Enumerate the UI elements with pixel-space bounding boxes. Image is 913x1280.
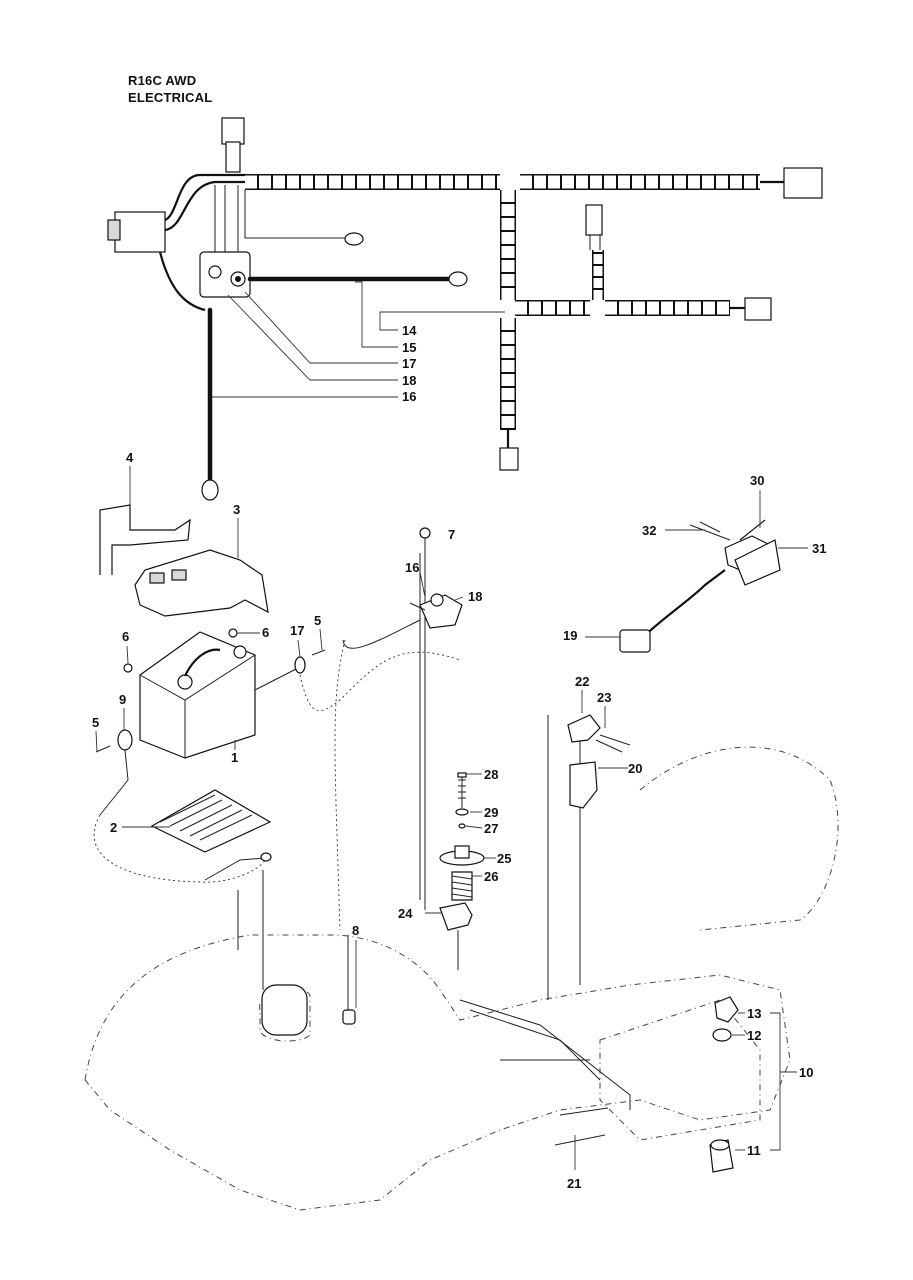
battery-hold-down xyxy=(99,504,191,575)
battery-mat xyxy=(150,789,272,853)
callout-10: 10 xyxy=(799,1065,813,1080)
ground-ring-terminal xyxy=(344,232,364,246)
callout-26: 26 xyxy=(484,869,498,884)
callout-28: 28 xyxy=(484,767,498,782)
callout-8: 8 xyxy=(352,923,359,938)
switch-22 xyxy=(567,714,601,743)
harness-top-connector xyxy=(221,117,245,145)
bracket-20 xyxy=(569,761,598,809)
callout-29: 29 xyxy=(484,805,498,820)
callout-12: 12 xyxy=(747,1028,761,1043)
nut-12 xyxy=(712,1028,732,1042)
harness-end-connector-bottom xyxy=(499,447,519,471)
fuse-tab xyxy=(107,219,121,241)
chassis-outline xyxy=(84,715,839,1211)
starter-solenoid xyxy=(199,185,251,298)
ground-cable-9-terminal xyxy=(117,729,133,751)
battery xyxy=(139,631,256,759)
callout-23: 23 xyxy=(597,690,611,705)
harness-end-connector-mid xyxy=(744,297,772,321)
seat-switch-group xyxy=(585,490,808,653)
battery-cover xyxy=(134,549,269,617)
battery-cable-17 xyxy=(254,667,299,691)
callout-14: 14 xyxy=(402,323,417,338)
harness-top-connector-body xyxy=(225,141,241,173)
plate-25-hub xyxy=(454,845,470,859)
key-switch-group xyxy=(709,996,797,1173)
relay-wire-3 xyxy=(158,251,206,312)
callout-18-harness: 18 xyxy=(402,373,416,388)
callout-19: 19 xyxy=(563,628,577,643)
starter-motor xyxy=(261,984,308,1036)
callout-7: 7 xyxy=(448,527,455,542)
model-title: R16C AWD xyxy=(128,73,197,88)
callout-32: 32 xyxy=(642,523,656,538)
callout-9: 9 xyxy=(119,692,126,707)
relay-wire-2 xyxy=(164,180,245,232)
callout-1: 1 xyxy=(231,750,238,765)
spring-26 xyxy=(451,871,473,901)
callout-24: 24 xyxy=(398,906,413,921)
callout-18: 18 xyxy=(468,589,482,604)
callout-22: 22 xyxy=(575,674,589,689)
washer-29 xyxy=(455,808,469,816)
callout-labels: 14 15 17 18 16 4 3 7 30 32 31 16 18 19 6… xyxy=(92,323,826,1191)
callout-11: 11 xyxy=(747,1143,761,1158)
switch-24 xyxy=(439,902,473,931)
vertical-branch xyxy=(499,190,519,471)
key-13 xyxy=(714,996,739,1023)
main-loom xyxy=(245,167,823,199)
callout-leaders xyxy=(95,466,464,1008)
middle-branch xyxy=(515,204,772,321)
callout-17-harness: 17 xyxy=(402,356,416,371)
reverse-switch-group xyxy=(567,690,631,809)
callout-30: 30 xyxy=(750,473,764,488)
callout-31: 31 xyxy=(812,541,826,556)
sensor-21 xyxy=(554,1107,609,1170)
bracket-31 xyxy=(734,539,781,586)
relay-block xyxy=(114,211,166,253)
battery-group xyxy=(93,504,461,931)
callout-25: 25 xyxy=(497,851,511,866)
callout-21: 21 xyxy=(567,1176,581,1191)
callout-6-left: 6 xyxy=(122,629,129,644)
callout-16-harness: 16 xyxy=(402,389,416,404)
callout-5-bottom: 5 xyxy=(92,715,99,730)
relay-wire-1 xyxy=(164,173,245,222)
callout-5-top: 5 xyxy=(314,613,321,628)
title-block: R16C AWD ELECTRICAL xyxy=(128,72,212,106)
callout-15: 15 xyxy=(402,340,416,355)
callout-4: 4 xyxy=(126,450,134,465)
bolt-28-head xyxy=(457,772,467,778)
battery-cable-terminal xyxy=(448,271,468,287)
harness-branch-connector-up xyxy=(585,204,603,236)
ground-wire xyxy=(244,190,345,239)
harness-end-connector-right xyxy=(783,167,823,199)
switch-stack xyxy=(425,772,496,970)
callout-13: 13 xyxy=(747,1006,761,1021)
callout-16: 16 xyxy=(405,560,419,575)
ignition-switch-group xyxy=(409,527,463,910)
callout-3: 3 xyxy=(233,502,240,517)
connector-19 xyxy=(619,629,651,653)
callout-20: 20 xyxy=(628,761,642,776)
callout-27: 27 xyxy=(484,821,498,836)
clip-27 xyxy=(458,823,466,829)
wiring-harness xyxy=(107,117,823,501)
callout-6-right: 6 xyxy=(262,625,269,640)
callout-2: 2 xyxy=(110,820,117,835)
starter-cable-terminal xyxy=(201,479,219,501)
callout-17: 17 xyxy=(290,623,304,638)
sensor-8 xyxy=(342,935,356,1025)
section-title: ELECTRICAL xyxy=(128,90,213,105)
